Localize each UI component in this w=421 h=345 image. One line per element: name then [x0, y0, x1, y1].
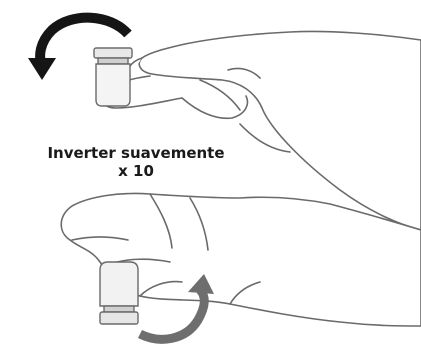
lower-vial-icon [100, 262, 138, 324]
instruction-line-1: Inverter suavemente [0, 144, 272, 162]
instruction-line-2: x 10 [0, 162, 272, 180]
upper-vial-icon [94, 48, 132, 106]
instruction-label: Inverter suavemente x 10 [0, 144, 272, 180]
